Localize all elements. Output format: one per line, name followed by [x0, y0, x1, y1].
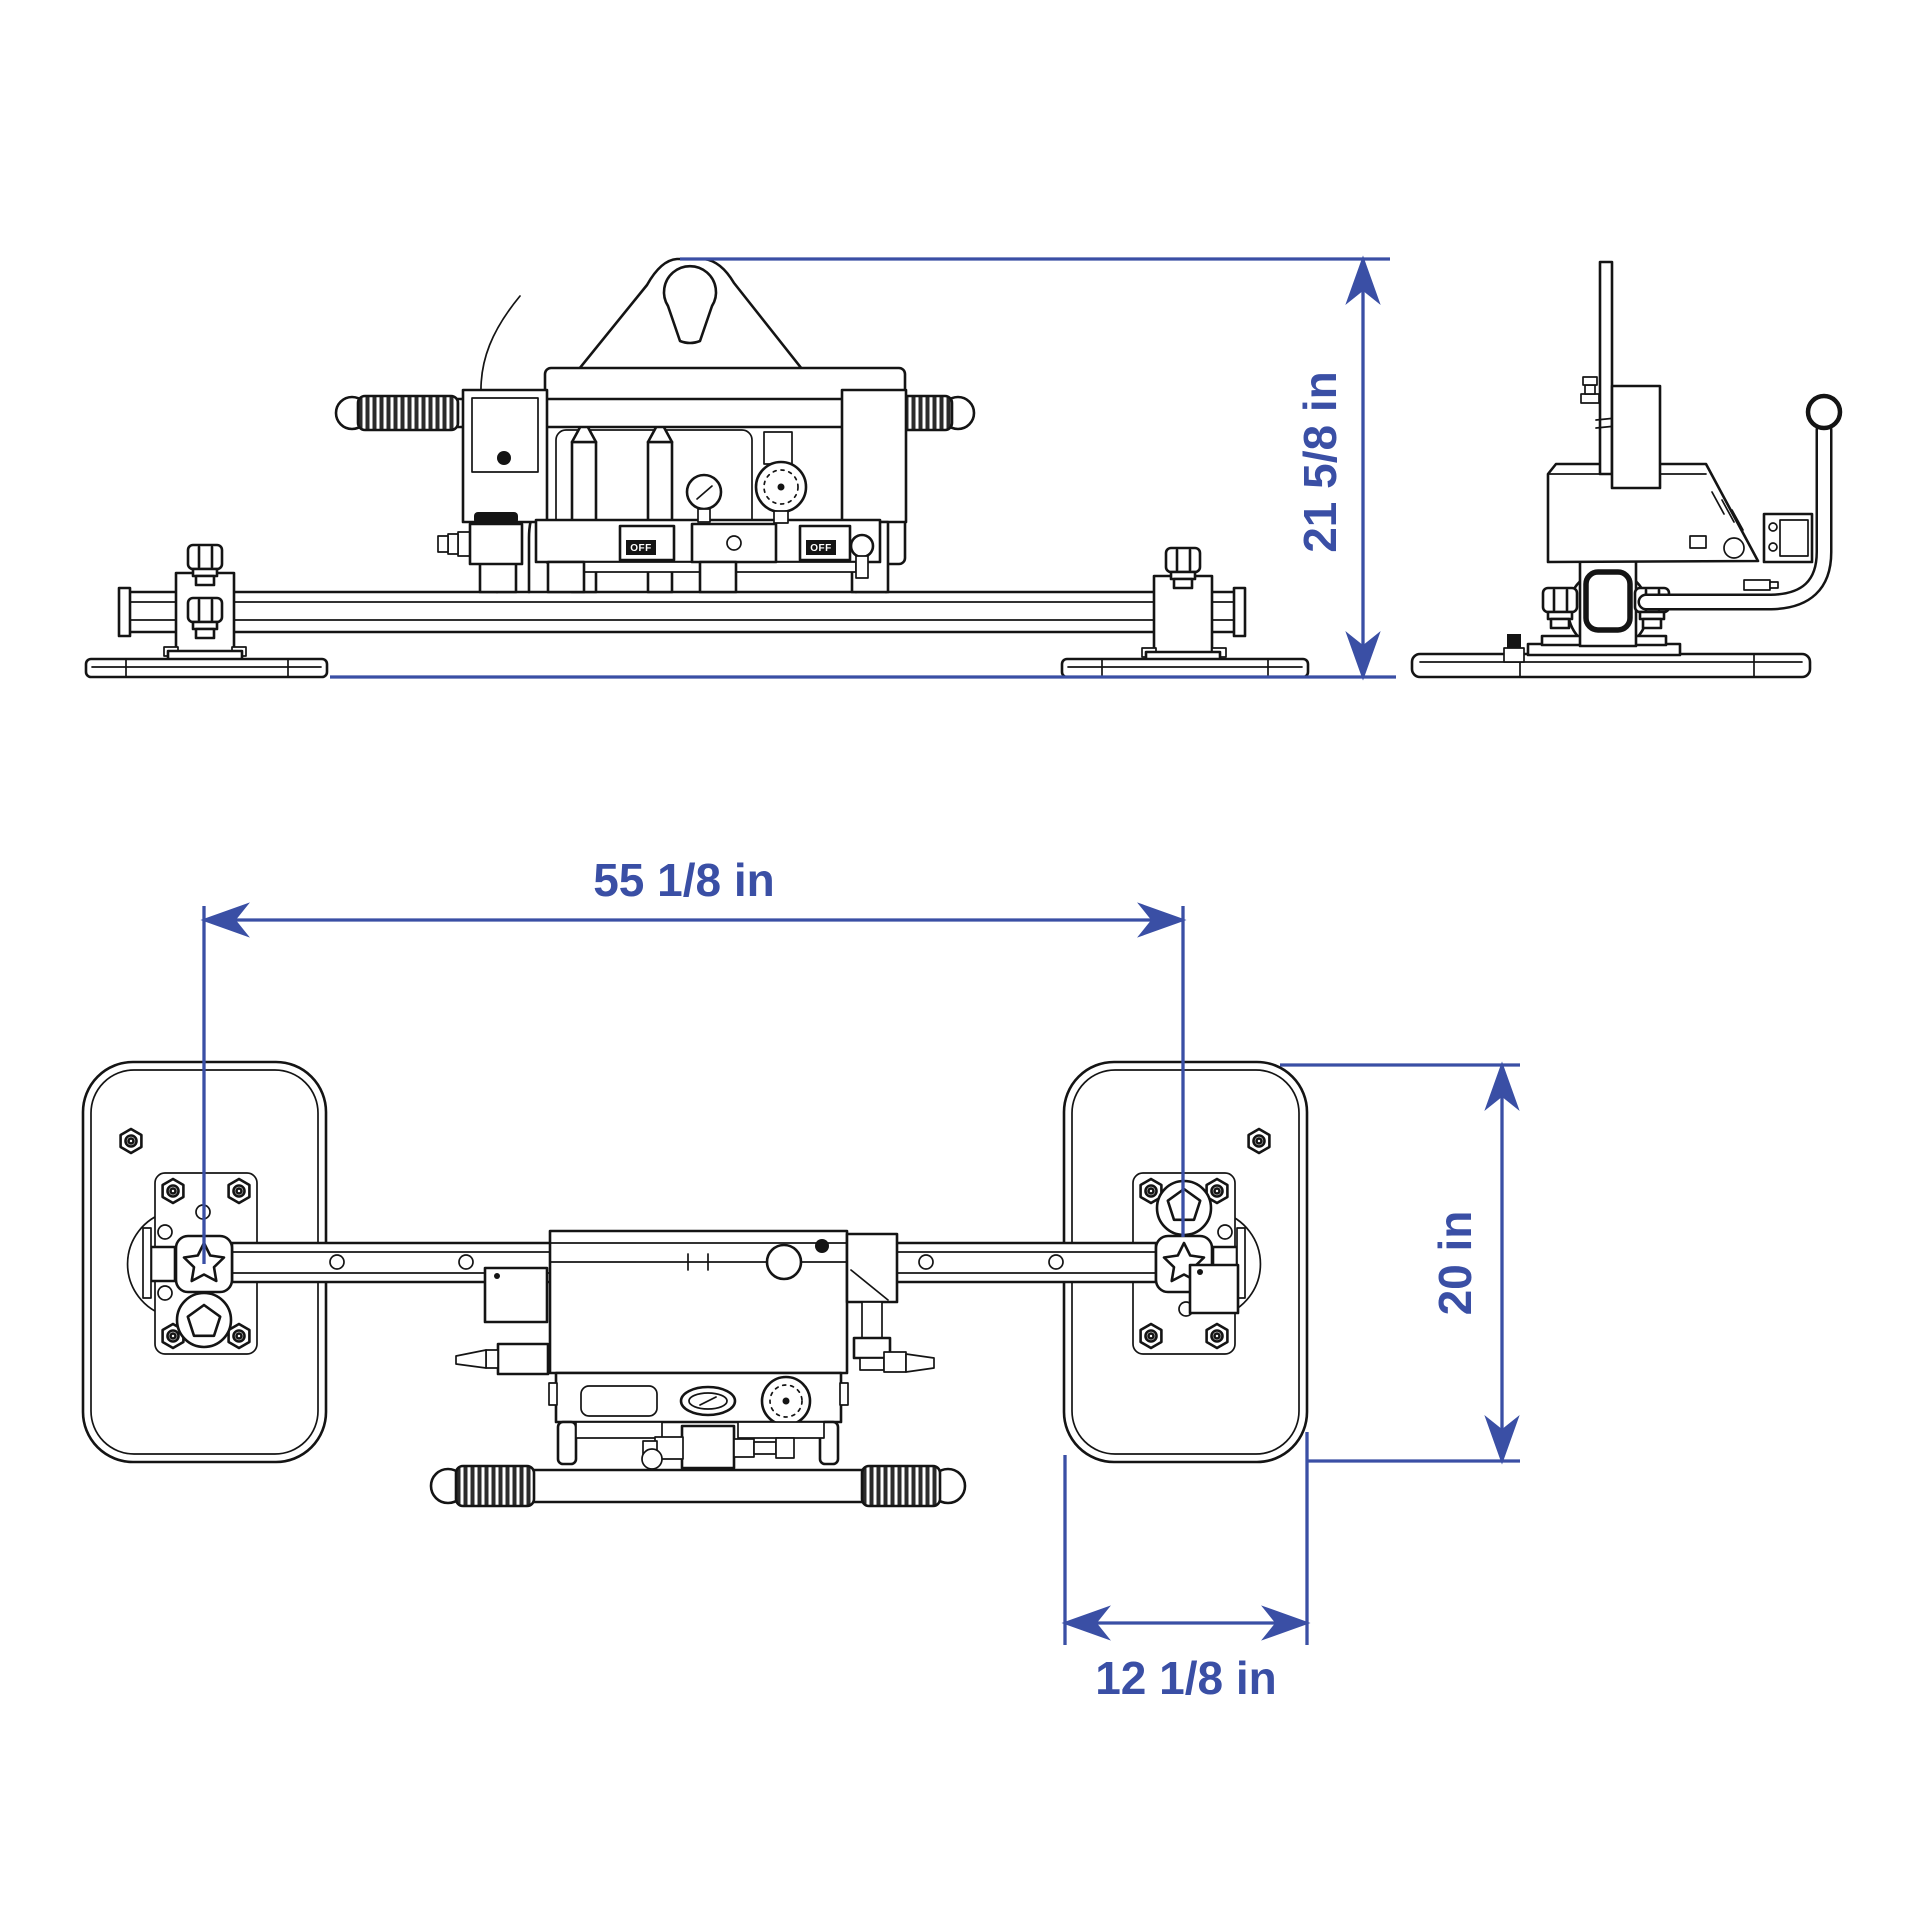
valve-block-1: OFF: [618, 524, 676, 562]
hose-barb-left: [437, 531, 471, 557]
front-right-slider: [1141, 546, 1227, 662]
valve-label: OFF: [630, 543, 652, 554]
dimension-height: 21 5/8 in: [330, 255, 1396, 681]
side-view: [1410, 260, 1843, 679]
dimension-span: 55 1/8 in: [200, 854, 1187, 1264]
dimension-pad-width: 12 1/8 in: [1061, 1432, 1311, 1704]
pad-bolt: [119, 1127, 143, 1155]
valve-block-2: OFF: [798, 524, 852, 562]
dimension-annotations: 21 5/8 in 55 1/8 in 20 in 12 1/8 in: [200, 255, 1520, 1704]
lock-knob-rear-left: [175, 1291, 233, 1349]
valve-label: OFF: [810, 543, 832, 554]
valve-manifold: OFF OFF: [437, 460, 882, 594]
handle-knob: [1805, 393, 1843, 431]
dimension-span-label: 55 1/8 in: [593, 854, 775, 906]
bail-hole: [662, 264, 718, 345]
rod-fitting: [1580, 376, 1600, 404]
side-suction-pad: [1410, 652, 1812, 679]
front-view: OFF OFF: [84, 257, 1310, 679]
top-pump-unit: [548, 1229, 849, 1427]
plug-fitting: [1507, 634, 1521, 648]
label-plate: [580, 1385, 658, 1417]
knurled-grip-right: [860, 1464, 942, 1508]
vacuum-gauge-small: [685, 473, 723, 523]
valve-box: [1610, 384, 1662, 490]
front-right-suction-pad: [1060, 657, 1310, 679]
left-hose-valve: [455, 1342, 550, 1376]
dimension-pad-length-label: 20 in: [1429, 1211, 1481, 1316]
pump-block: [690, 522, 778, 564]
top-handlebar: [429, 1464, 967, 1508]
handle-mount-plate-right: [840, 388, 908, 524]
pad-bolt: [1247, 1127, 1271, 1155]
dimension-height-label: 21 5/8 in: [1294, 371, 1346, 553]
front-beam: [117, 586, 1247, 638]
ball-valve-left: [468, 512, 524, 566]
oval-gauge: [679, 1385, 737, 1417]
top-view: [81, 1060, 1309, 1508]
top-accessories: [455, 1232, 1240, 1376]
elbow-fitting-right: [849, 533, 875, 579]
side-handle: [1637, 393, 1843, 611]
front-left-suction-pad: [84, 657, 329, 679]
front-left-slider: [163, 543, 247, 662]
hose-line: [480, 295, 521, 395]
dimension-pad-width-label: 12 1/8 in: [1095, 1652, 1277, 1704]
knurled-grip-left: [356, 394, 460, 432]
top-pump-fittings: [556, 1420, 840, 1470]
right-hose-valve: [845, 1232, 935, 1373]
dial-gauge: [760, 1375, 812, 1427]
side-pad-mount: [1503, 536, 1671, 663]
knurled-grip-left: [454, 1464, 536, 1508]
hanger-rod: [1595, 260, 1617, 476]
vacuum-gauge-large: [754, 460, 808, 524]
dimension-pad-length: 20 in: [1280, 1061, 1520, 1465]
